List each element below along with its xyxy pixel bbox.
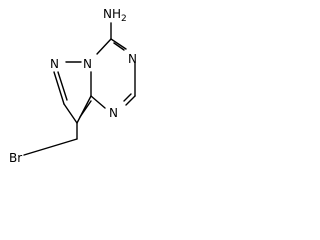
amino-label: NH2 xyxy=(103,7,127,24)
n-triazine-top-label: N xyxy=(128,52,137,66)
n-triazine-bottom-label: N xyxy=(109,106,118,120)
bond-br-label xyxy=(23,138,78,156)
bond-npyr-ch-inner xyxy=(57,71,68,101)
n-pyrazole-label: N xyxy=(50,57,59,71)
bond-ch-n-bottom xyxy=(125,95,136,106)
n-bridgehead-label: N xyxy=(83,57,92,71)
amino-label-subscript: 2 xyxy=(121,14,127,24)
bond-ch-n-bottom-inner xyxy=(123,93,132,102)
bond-cbr-c-inner xyxy=(79,100,92,118)
atom-labels: NH2 N N N N Br xyxy=(9,7,137,165)
amino-label-main: NH xyxy=(103,7,121,21)
bond-c-n-top xyxy=(110,38,127,50)
bond-cbr-c xyxy=(76,95,92,124)
bond-ch-cbr xyxy=(63,103,78,124)
bond-n-bottom-c xyxy=(90,95,106,109)
bonds xyxy=(53,22,136,140)
structure-diagram: NH2 N N N N Br xyxy=(9,7,137,165)
bromo-label: Br xyxy=(9,151,22,165)
bond-c-nbridge xyxy=(96,38,112,55)
bond-c-n-top-inner xyxy=(113,42,125,51)
bond-npyr-ch xyxy=(53,71,65,105)
